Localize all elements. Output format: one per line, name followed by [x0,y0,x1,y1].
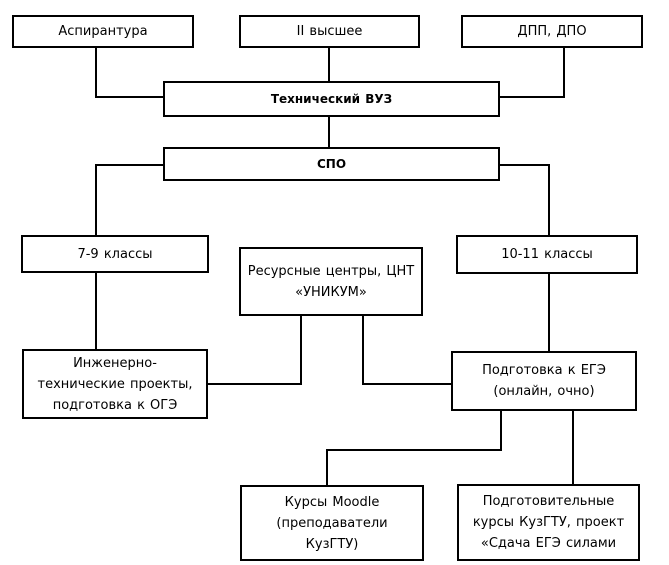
edge-aspirantura-vuz [95,47,164,98]
node-preparatory-courses: Подготовительные курсы КузГТУ, проект «С… [457,484,640,561]
node-label: Подготовительные курсы КузГТУ, проект «С… [472,494,625,551]
node-engineering-projects: Инженерно- технические проекты, подготов… [22,349,208,419]
node-resource-centers: Ресурсные центры, ЦНТ «УНИКУМ» [239,247,423,316]
edge-ege-moodle [326,410,502,486]
node-label: СПО [316,156,347,171]
node-second-higher: II высшее [239,15,420,48]
node-label: Ресурсные центры, ЦНТ «УНИКУМ» [247,263,415,300]
node-spo: СПО [163,147,500,181]
edge-spo-grades-10-11 [499,164,550,236]
node-technical-university: Технический ВУЗ [163,81,500,117]
node-label: 10-11 классы [501,247,593,262]
edge-resource-engineering [207,315,302,385]
node-aspirantura: Аспирантура [12,15,194,48]
node-grades-10-11: 10-11 классы [456,235,638,274]
node-label: II высшее [296,24,363,39]
node-label: Технический ВУЗ [270,91,393,106]
node-ege-preparation: Подготовка к ЕГЭ (онлайн, очно) [451,351,637,411]
edge-spo-grades-7-9 [95,164,164,236]
node-grades-7-9: 7-9 классы [21,235,209,273]
node-label: Аспирантура [58,24,148,39]
edge-dpp-vuz [499,47,565,98]
node-label: Инженерно- технические проекты, подготов… [37,355,193,413]
edge-resource-ege [362,315,452,385]
node-dpp-dpo: ДПП, ДПО [461,15,643,48]
node-label: 7-9 классы [77,246,153,262]
node-label: Курсы Moodle (преподаватели КузГТУ) [276,494,388,552]
node-label: Подготовка к ЕГЭ (онлайн, очно) [482,363,606,399]
node-moodle-courses: Курсы Moodle (преподаватели КузГТУ) [240,485,424,561]
node-label: ДПП, ДПО [517,24,587,39]
